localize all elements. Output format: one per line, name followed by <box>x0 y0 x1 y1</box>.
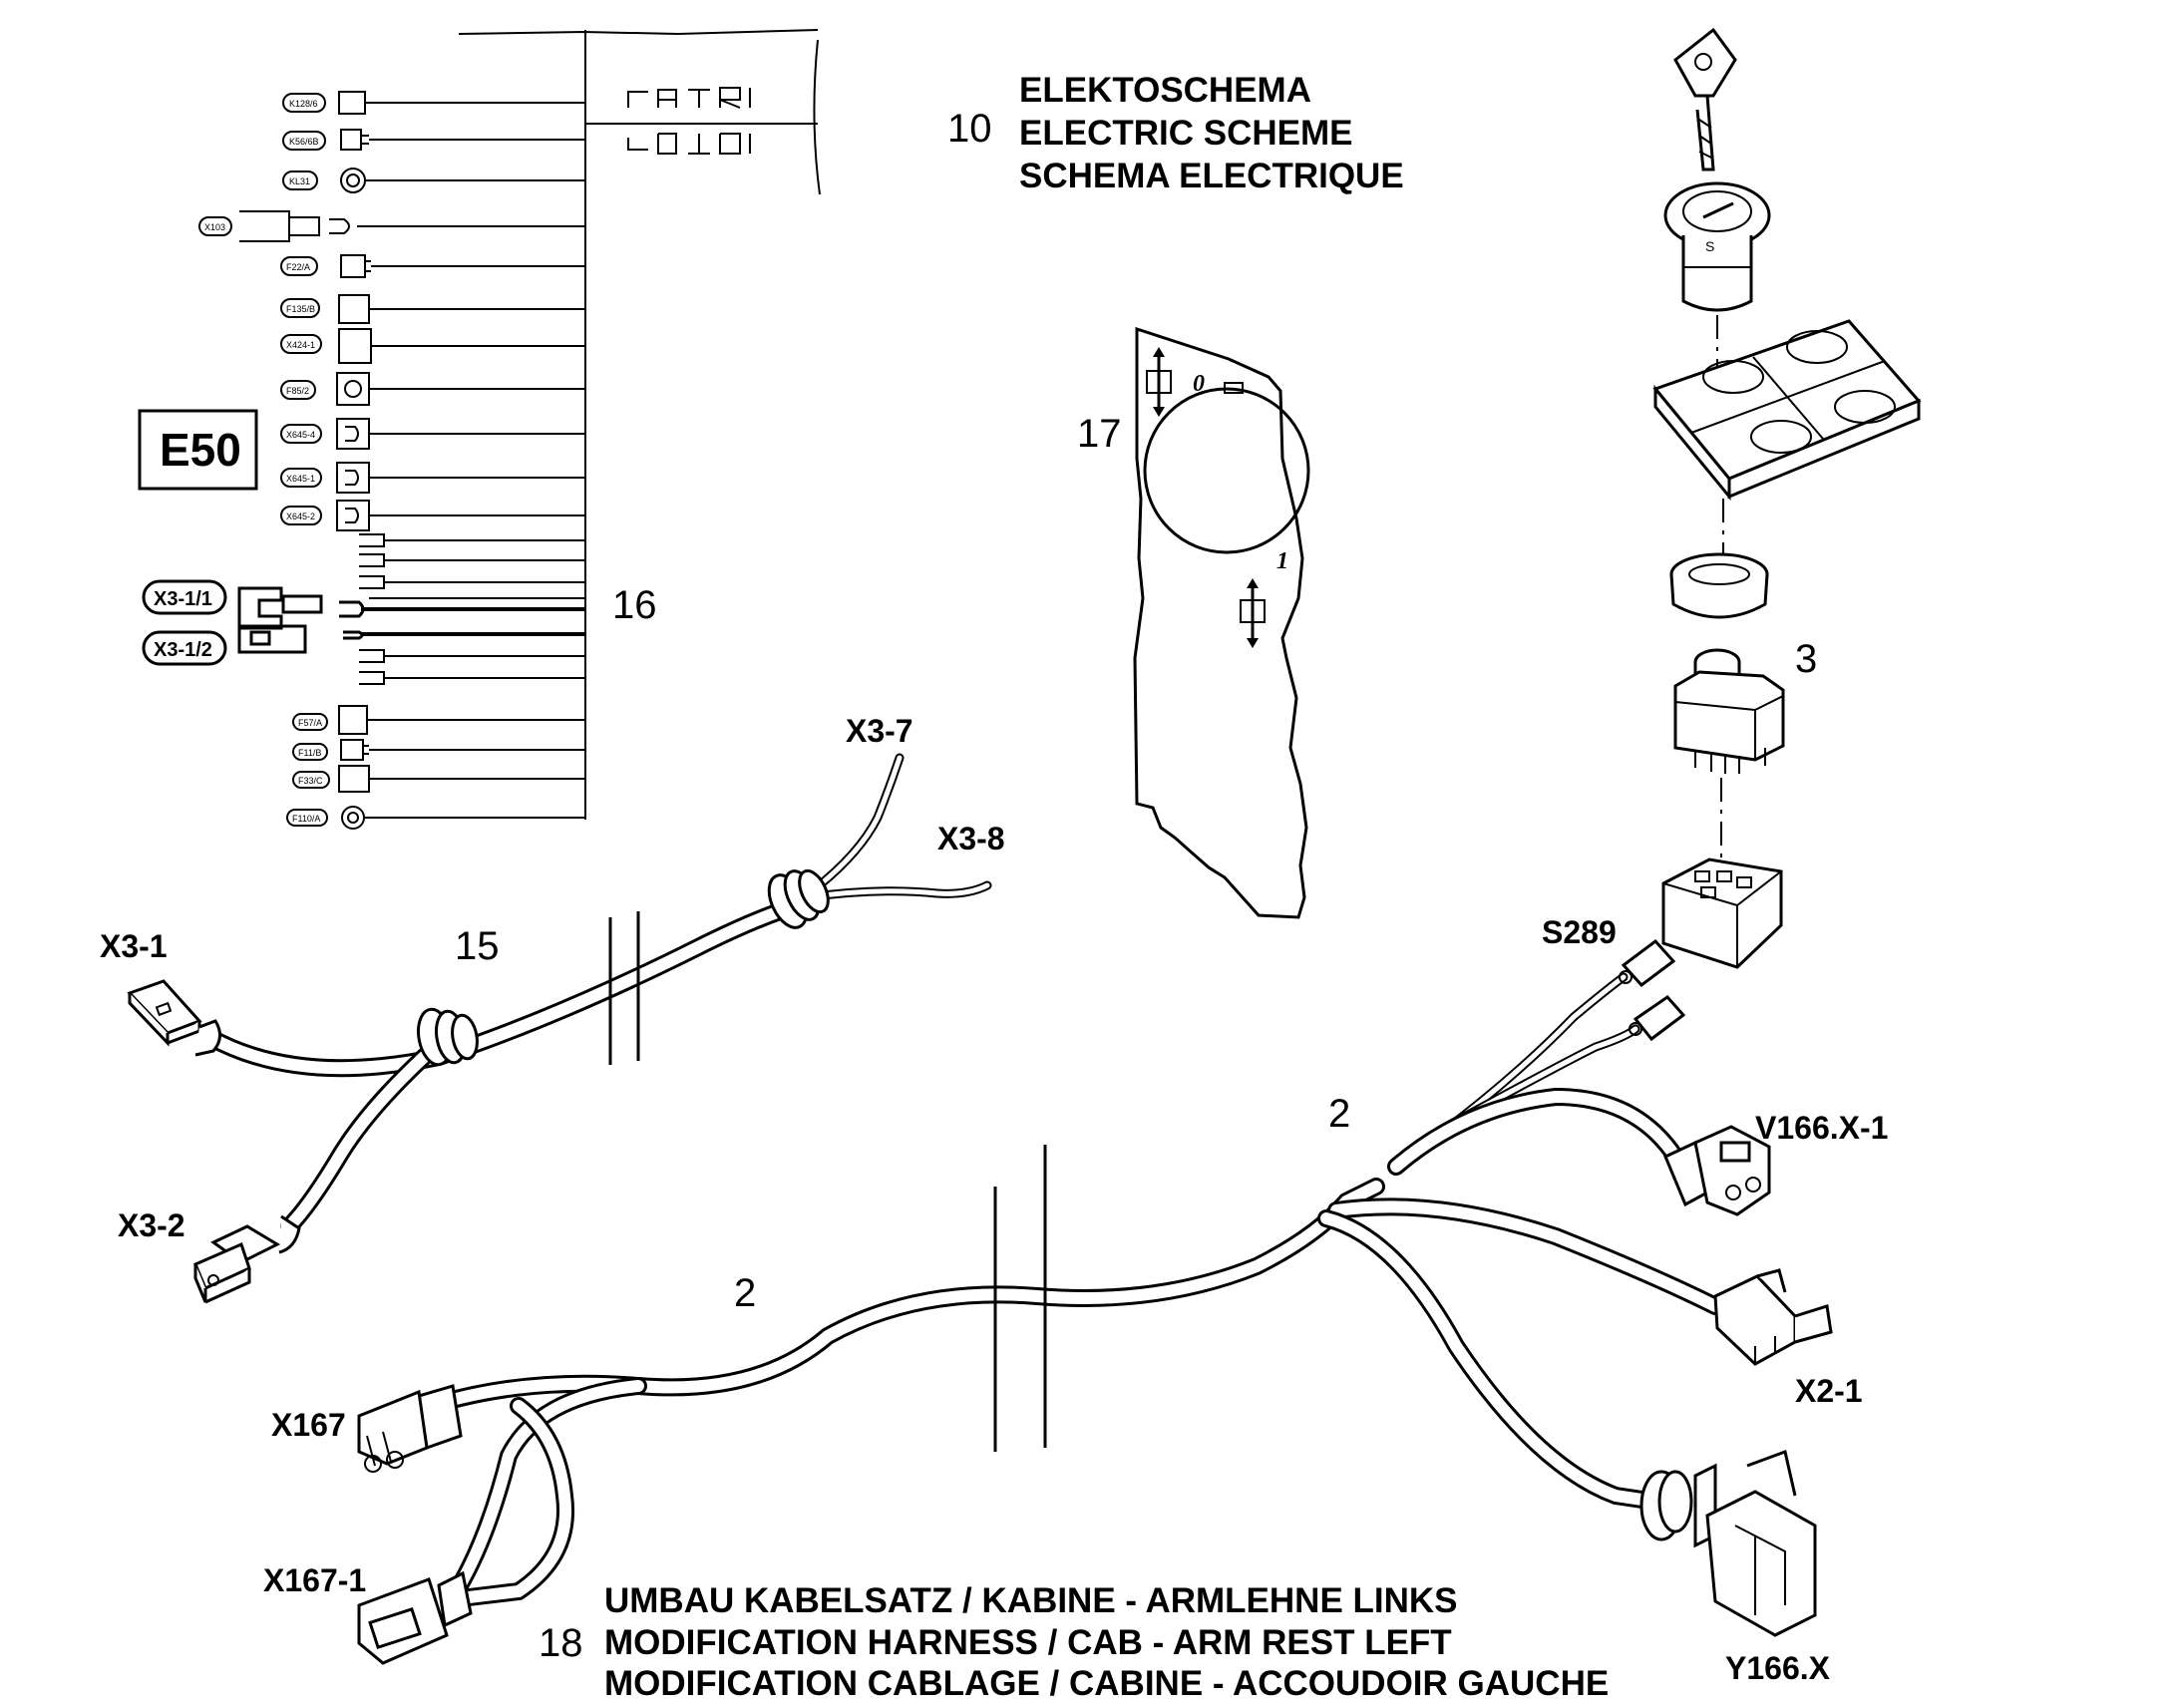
label-v166-x-1: V166.X-1 <box>1755 1110 1888 1146</box>
scheme-title-fr: SCHEMA ELECTRIQUE <box>1019 157 1404 195</box>
connector-pill-k56: K56/6B <box>282 129 585 151</box>
connector-pill-k128: K128/6 <box>282 91 585 115</box>
label-x3-7: X3-7 <box>846 713 913 749</box>
switch-socket <box>1661 857 1783 969</box>
svg-text:K128/6: K128/6 <box>289 99 318 109</box>
schematic-item-number: 16 <box>612 583 657 627</box>
harness-15: 15 <box>127 753 992 1304</box>
key-switch-assembly: S <box>1652 27 1922 969</box>
key-icon <box>1673 27 1737 171</box>
svg-text:F135/B: F135/B <box>286 304 315 314</box>
svg-text:X424-1: X424-1 <box>286 340 315 350</box>
segment-display <box>627 87 751 155</box>
switch-ring <box>1669 552 1769 619</box>
scheme-title-de: ELEKTOSCHEMA <box>1019 71 1311 110</box>
label-x3-8: X3-8 <box>937 821 1005 856</box>
harness-item-number: 18 <box>539 1621 583 1665</box>
svg-text:F85/2: F85/2 <box>286 386 309 396</box>
connector-x2-1 <box>1713 1268 1833 1366</box>
harness-title: 18 UMBAU KABELSATZ / KABINE - ARMLEHNE L… <box>539 1581 1609 1703</box>
connector-pill-x103: X103 <box>198 210 585 242</box>
connector-pill-f135: F135/B <box>280 294 585 324</box>
svg-text:F22/A: F22/A <box>286 262 310 272</box>
connector-pill-x645-2: X645-2 <box>280 500 585 531</box>
label-x3-2: X3-2 <box>118 1207 185 1243</box>
connector-v166-x-1 <box>1663 1125 1771 1216</box>
label-s289: S289 <box>1542 914 1617 950</box>
svg-text:F33/C: F33/C <box>298 776 323 786</box>
decal-arrow-icon-bottom <box>1240 578 1266 648</box>
rotary-switch <box>1673 648 1785 774</box>
lock-cylinder: S <box>1663 181 1771 312</box>
harness-2: 2 2 <box>357 938 1833 1665</box>
svg-text:F57/A: F57/A <box>298 718 322 728</box>
svg-text:X645-4: X645-4 <box>286 430 315 440</box>
label-x3-1: X3-1 <box>100 928 168 964</box>
svg-text:F110/A: F110/A <box>292 814 320 824</box>
connector-pill-f110: F110/A <box>286 806 585 830</box>
svg-text:X3-1/2: X3-1/2 <box>154 639 212 661</box>
scheme-title: 10 ELEKTOSCHEMA ELECTRIC SCHEME SCHEMA E… <box>947 71 1404 195</box>
e50-box <box>138 409 258 491</box>
svg-text:X3-1/1: X3-1/1 <box>154 588 212 610</box>
svg-text:S: S <box>1705 238 1714 254</box>
decal-mark-1: 1 <box>1276 548 1288 574</box>
schematic-top-line <box>458 29 819 36</box>
connector-pill-x424: X424-1 <box>280 328 585 364</box>
connector-pill-f57: F57/A <box>292 705 585 735</box>
scheme-item-number: 10 <box>947 107 992 151</box>
connector-s289 <box>1619 938 1686 1042</box>
harness-2-upper-item-number: 2 <box>1328 1092 1350 1136</box>
svg-text:X103: X103 <box>204 222 225 232</box>
svg-text:K56/6B: K56/6B <box>289 137 319 147</box>
harness-title-en: MODIFICATION HARNESS / CAB - ARM REST LE… <box>604 1623 1452 1662</box>
connector-x3-1-2: X3-1/2 <box>142 624 585 666</box>
connector-pill-f22: F22/A <box>280 254 585 278</box>
connector-y166-x <box>1639 1450 1817 1637</box>
connector-pill-kl31: KL31 <box>282 168 585 193</box>
svg-text:X645-1: X645-1 <box>286 474 315 484</box>
connector-pill-f33: F33/C <box>292 765 585 793</box>
harness-15-item-number: 15 <box>455 924 500 968</box>
connector-x167 <box>357 1384 463 1473</box>
label-x167-1: X167-1 <box>263 1562 366 1598</box>
harness-title-de: UMBAU KABELSATZ / KABINE - ARMLEHNE LINK… <box>604 1581 1458 1620</box>
connector-x167-1 <box>357 1570 473 1665</box>
connector-pill-f85: F85/2 <box>280 372 585 406</box>
decal-arrow-icon-top <box>1146 347 1172 417</box>
grommet-lower <box>417 1007 479 1067</box>
electric-schematic: E50 K128/6 K56/6B KL31 X103 F22/A <box>138 29 821 830</box>
decal-item-number: 17 <box>1077 412 1122 456</box>
harness-2-lower-item-number: 2 <box>734 1271 756 1315</box>
connector-labels: X3-7 X3-8 X3-1 X3-2 S289 V166.X-1 X2-1 X… <box>100 713 1888 1686</box>
scheme-title-en: ELECTRIC SCHEME <box>1019 114 1352 153</box>
mounting-block <box>1652 319 1922 502</box>
e50-label: E50 <box>160 424 241 476</box>
connector-x3-1-1: X3-1/1 <box>142 579 585 630</box>
decal-hole <box>1143 387 1310 554</box>
svg-text:X645-2: X645-2 <box>286 512 315 521</box>
svg-text:KL31: KL31 <box>289 176 310 186</box>
decal-mark-0: 0 <box>1193 371 1205 397</box>
label-x167: X167 <box>271 1407 346 1443</box>
label-y166-x: Y166.X <box>1725 1650 1831 1686</box>
decal-plate <box>1133 326 1308 919</box>
switch-decal: 0 1 17 <box>1077 326 1310 919</box>
terminal-rows <box>359 533 585 685</box>
switch-item-number: 3 <box>1795 637 1817 681</box>
connector-pill-x645-4: X645-4 <box>280 418 585 450</box>
svg-text:F11/B: F11/B <box>298 748 321 758</box>
connector-x3-1-plug <box>127 979 221 1057</box>
connector-pill-f11: F11/B <box>292 739 585 761</box>
connector-pill-x645-1: X645-1 <box>280 462 585 494</box>
grommet-upper <box>767 868 830 929</box>
harness-title-fr: MODIFICATION CABLAGE / CABINE - ACCOUDOI… <box>604 1664 1609 1703</box>
schematic-break-line <box>813 39 821 195</box>
label-x2-1: X2-1 <box>1795 1373 1863 1409</box>
connector-x3-2-plug <box>193 1214 301 1304</box>
